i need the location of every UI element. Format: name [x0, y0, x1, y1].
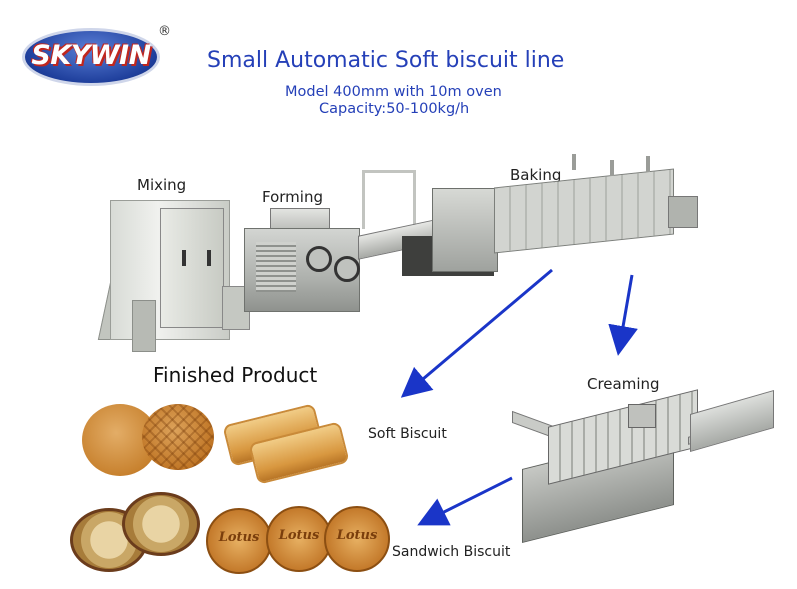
label-baking: Baking	[510, 166, 562, 184]
logo-text: SKYWIN	[31, 40, 151, 71]
oven-chimney	[646, 156, 650, 172]
sandwich-biscuit	[122, 492, 200, 556]
forming-wheel	[334, 256, 360, 282]
biscuit-stamp: Lotus	[278, 528, 320, 543]
conveyor-frame	[362, 170, 416, 229]
arrow-to-creaming	[608, 274, 638, 356]
page-title: Small Automatic Soft biscuit line	[207, 48, 565, 73]
label-soft-biscuit: Soft Biscuit	[368, 426, 447, 442]
mixer-leg-front	[132, 300, 156, 352]
forming-vent	[256, 242, 296, 292]
capacity-text: Capacity:50-100kg/h	[319, 101, 470, 117]
oven-entry	[432, 188, 498, 272]
label-forming: Forming	[262, 188, 323, 206]
stamped-biscuit: Lotus	[324, 506, 390, 572]
arrow-to-sandwich	[417, 476, 513, 526]
brand-logo: SKYWIN	[22, 28, 160, 86]
stamped-biscuit: Lotus	[266, 506, 332, 572]
biscuit-stamp: Lotus	[336, 528, 378, 543]
forming-wheel	[306, 246, 332, 272]
stamped-biscuit: Lotus	[206, 508, 272, 574]
oven-end	[668, 196, 698, 228]
biscuit-stamp: Lotus	[218, 530, 260, 545]
label-creaming: Creaming	[587, 375, 660, 393]
label-mixing: Mixing	[137, 176, 187, 194]
mixer-handle	[207, 250, 211, 266]
round-biscuit-crosshatch	[142, 404, 214, 470]
creaming-hopper	[628, 404, 656, 428]
label-sandwich-biscuit: Sandwich Biscuit	[392, 544, 511, 560]
arrow-to-finished	[400, 268, 553, 398]
registered-mark: ®	[158, 24, 171, 39]
oven-chimney	[610, 160, 614, 176]
logo-oval	[22, 28, 160, 86]
model-text: Model 400mm with 10m oven	[285, 84, 502, 100]
oven-chimney	[572, 154, 576, 170]
finished-product-heading: Finished Product	[153, 363, 318, 387]
mixer-handle	[182, 250, 186, 266]
mixer-control-panel	[160, 208, 224, 328]
